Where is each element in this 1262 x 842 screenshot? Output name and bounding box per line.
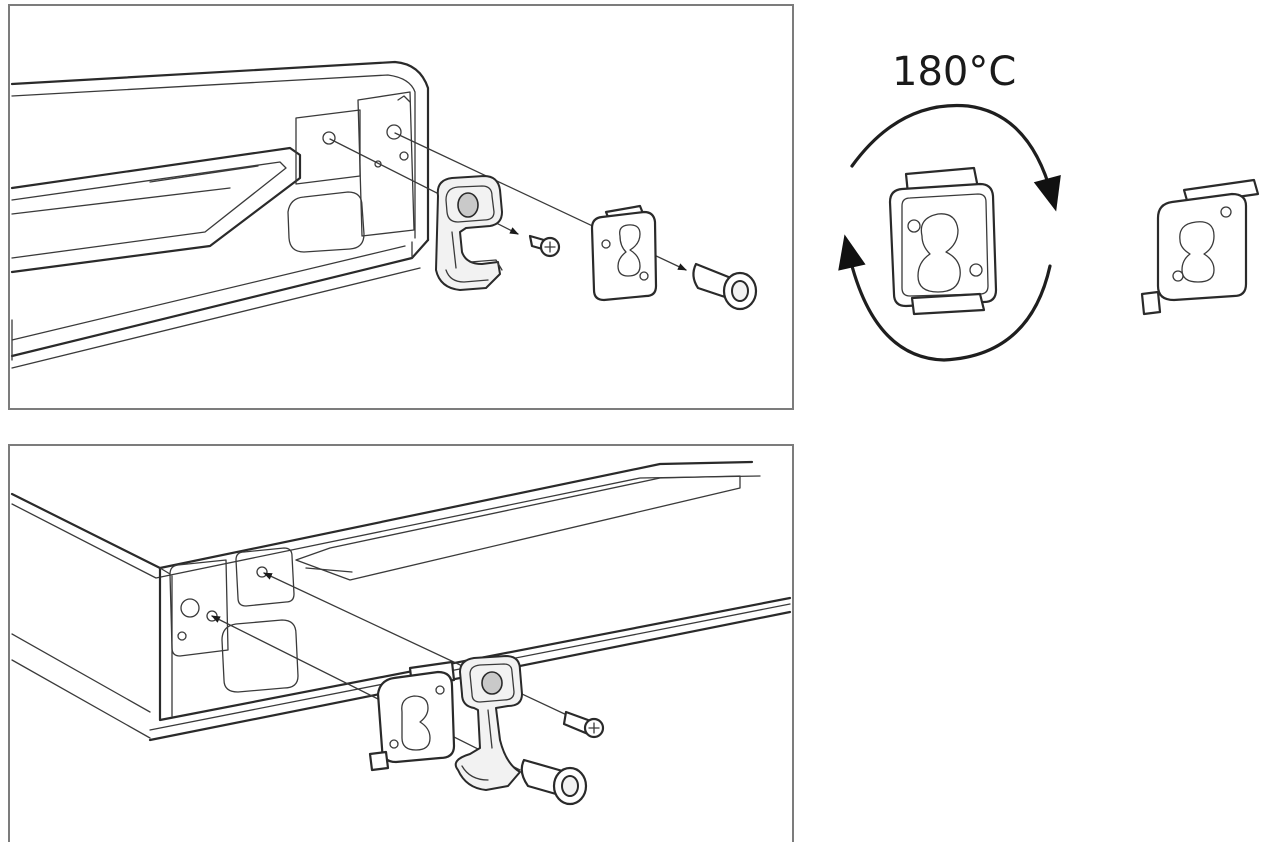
mounting-bracket-part [590, 204, 658, 302]
wall-anchor-part [692, 262, 758, 311]
c-clip-part [435, 175, 503, 291]
top-assembly-panel [8, 4, 794, 410]
assembly-line [263, 572, 587, 725]
screw-part [562, 710, 605, 739]
c-clip-part [454, 655, 523, 791]
bracket-front-view [888, 166, 998, 316]
bottom-assembly-panel [8, 444, 794, 842]
device-housing-top [10, 60, 430, 369]
rotation-arrow-counterclockwise [838, 234, 1052, 362]
rotation-arrow-clockwise [850, 103, 1061, 212]
wall-anchor-part [520, 758, 588, 806]
bracket-side-view [1140, 178, 1260, 316]
mounting-bracket-part [368, 660, 456, 772]
rotation-detail: 180°C [838, 49, 1260, 362]
assembly-line [211, 615, 521, 771]
device-housing-bottom [10, 460, 792, 742]
rotation-label: 180°C [892, 49, 1016, 95]
screw-part [528, 234, 561, 258]
